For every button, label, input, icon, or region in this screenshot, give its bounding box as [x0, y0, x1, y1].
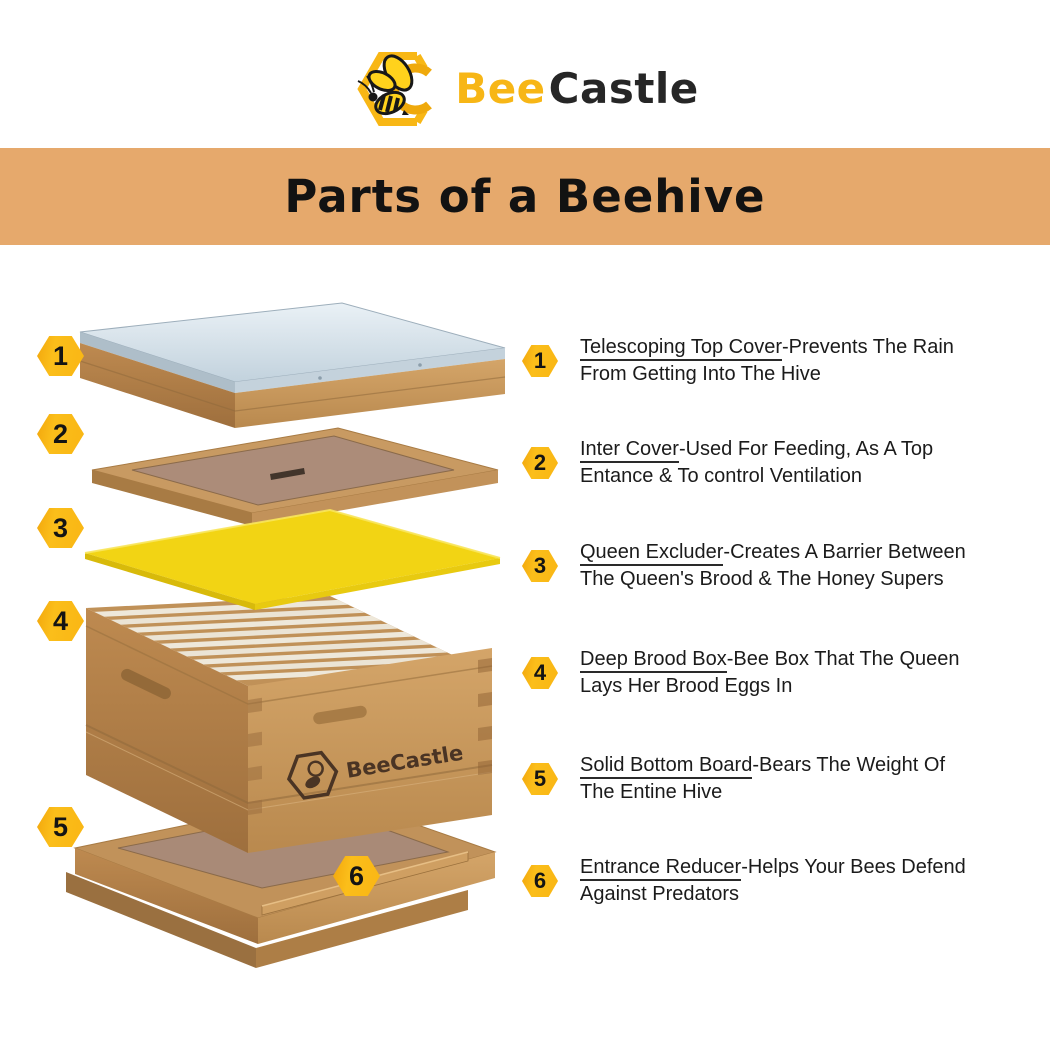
legend-item-3: 3 Queen Excluder-Creates A Barrier Betwe…	[522, 539, 1028, 593]
part-desc-line1: -Creates A Barrier Between	[723, 541, 966, 563]
handle-recess-left	[121, 668, 171, 700]
part-name: Telescoping Top Cover	[580, 336, 782, 361]
telescoping-top-cover-illustration	[79, 302, 506, 428]
part-desc-line1: -Bears The Weight Of	[752, 754, 946, 776]
legend-badge-2: 2	[522, 447, 558, 479]
badge-number: 2	[533, 450, 547, 475]
part-desc-line1: -Bee Box That The Queen	[726, 648, 960, 670]
part-desc-line1: -Used For Feeding, As A Top	[678, 438, 934, 460]
badge-number: 6	[348, 860, 365, 891]
page-title: Parts of a Beehive	[284, 170, 766, 223]
brand-bee: Bee	[455, 63, 546, 113]
legend-badge-1: 1	[522, 345, 558, 377]
legend-text-3: Queen Excluder-Creates A Barrier Between…	[580, 539, 1028, 593]
legend-text-5: Solid Bottom Board-Bears The Weight Of T…	[580, 752, 1028, 806]
beehive-exploded-diagram: BeeCastle	[66, 302, 506, 968]
badge-number: 3	[533, 553, 547, 578]
queen-excluder-illustration	[84, 508, 501, 610]
part-name: Deep Brood Box	[580, 648, 727, 673]
legend-item-4: 4 Deep Brood Box-Bee Box That The Queen …	[522, 646, 1028, 700]
legend-badge-5: 5	[522, 763, 558, 795]
badge-number: 1	[533, 348, 547, 373]
part-desc-line2: Entance & To control Ventilation	[580, 465, 863, 487]
deep-brood-box-illustration: BeeCastle	[85, 596, 493, 853]
legend-text-4: Deep Brood Box-Bee Box That The Queen La…	[580, 646, 1028, 700]
handle-recess-right	[313, 705, 367, 725]
part-name: Solid Bottom Board	[580, 754, 753, 779]
brand-castle: Castle	[548, 63, 699, 113]
part-desc-line2: The Queen's Brood & The Honey Supers	[580, 568, 944, 590]
legend-item-6: 6 Entrance Reducer-Helps Your Bees Defen…	[522, 854, 1028, 908]
legend-item-2: 2 Inter Cover-Used For Feeding, As A Top…	[522, 436, 1028, 490]
beecastle-logo-icon	[357, 52, 433, 126]
legend-item-5: 5 Solid Bottom Board-Bears The Weight Of…	[522, 752, 1028, 806]
badge-number: 1	[52, 340, 69, 371]
brand-name: Bee Castle	[455, 64, 699, 113]
part-desc-line2: The Entine Hive	[580, 781, 723, 803]
part-name: Entrance Reducer	[580, 856, 742, 881]
badge-number: 2	[52, 418, 69, 449]
badge-number: 3	[52, 512, 69, 543]
legend-text-2: Inter Cover-Used For Feeding, As A Top E…	[580, 436, 1028, 490]
part-name: Inter Cover	[580, 438, 679, 463]
legend-text-1: Telescoping Top Cover-Prevents The Rain …	[580, 334, 1028, 388]
part-desc-line2: Lays Her Brood Eggs In	[580, 675, 793, 697]
badge-number: 6	[533, 868, 547, 893]
part-desc-line2: From Getting Into The Hive	[580, 363, 821, 385]
legend-item-1: 1 Telescoping Top Cover-Prevents The Rai…	[522, 334, 1028, 388]
legend-text-6: Entrance Reducer-Helps Your Bees Defend …	[580, 854, 1028, 908]
badge-number: 5	[52, 811, 69, 842]
inner-cover-illustration	[91, 427, 499, 526]
header: Bee Castle	[0, 36, 1050, 140]
badge-number: 5	[533, 766, 547, 791]
part-desc-line2: Against Predators	[580, 883, 739, 905]
bee-icon	[357, 54, 414, 116]
part-name: Queen Excluder	[580, 541, 724, 566]
title-banner: Parts of a Beehive	[0, 148, 1050, 245]
legend-badge-3: 3	[522, 550, 558, 582]
part-desc-line1: -Helps Your Bees Defend	[741, 856, 966, 878]
part-desc-line1: -Prevents The Rain	[781, 336, 954, 358]
badge-number: 4	[52, 605, 69, 636]
badge-number: 4	[533, 660, 547, 685]
legend-badge-4: 4	[522, 657, 558, 689]
legend-badge-6: 6	[522, 865, 558, 897]
